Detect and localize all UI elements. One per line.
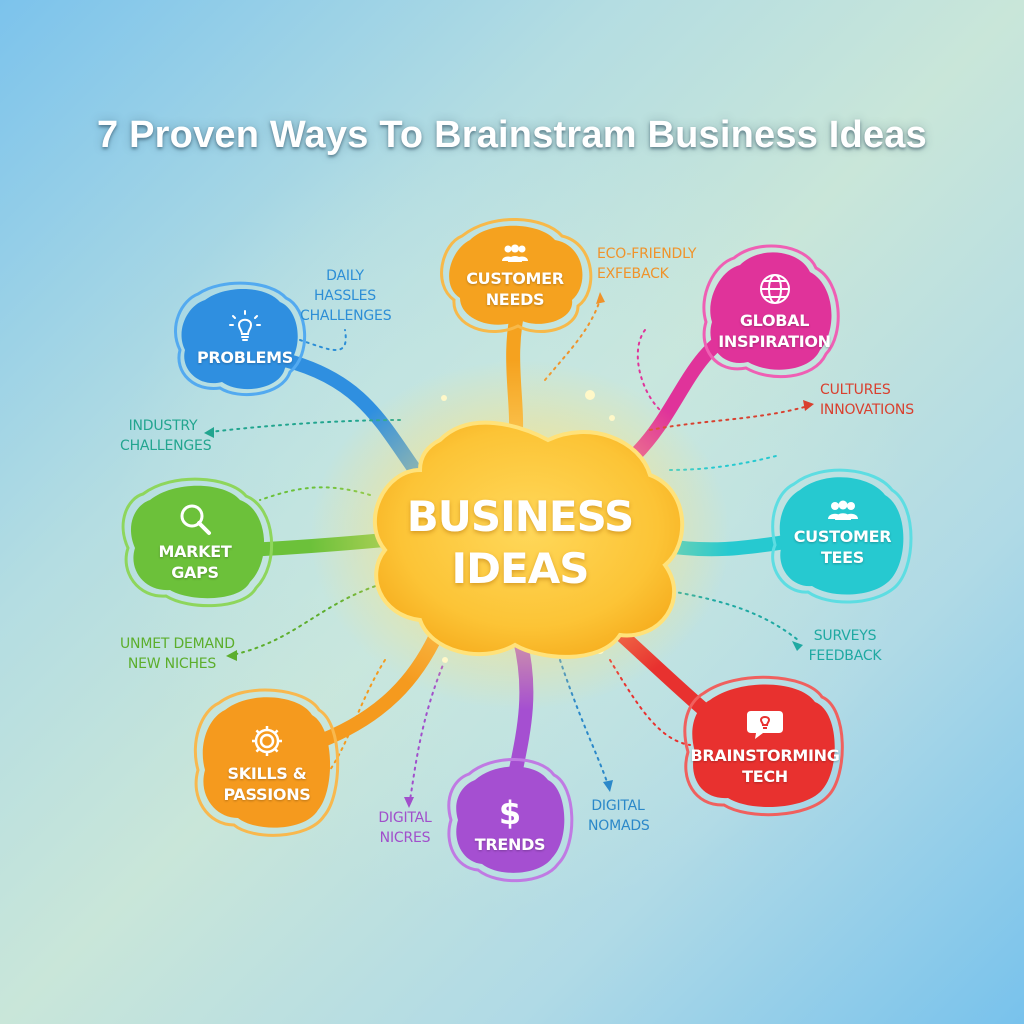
hub-business-ideas[interactable]: BUSINESS IDEAS	[400, 478, 640, 608]
people-icon	[826, 500, 860, 522]
page-title: 7 Proven Ways To Brainstram Business Ide…	[97, 114, 927, 156]
node-label: MARKET GAPS	[158, 542, 232, 582]
gear-icon	[249, 723, 285, 759]
note-cultures-innovations: CULTURES INNOVATIONS	[820, 380, 914, 420]
note-digital-nomads: DIGITAL NOMADS	[588, 796, 650, 836]
note-line: INDUSTRY	[128, 418, 198, 434]
node-global-inspiration[interactable]: GLOBAL INSPIRATION	[712, 258, 837, 366]
arrow-heads	[204, 292, 814, 808]
node-market-gaps[interactable]: MARKET GAPS	[135, 492, 255, 592]
hub-label-line2: IDEAS	[451, 544, 590, 593]
note-daily-hassles: DAILY HASSLES CHALLENGES	[300, 266, 392, 326]
node-label: CUSTOMER	[793, 527, 892, 546]
node-label: BRAINSTORMING	[690, 746, 840, 765]
people-icon	[500, 244, 530, 264]
node-customer-needs[interactable]: CUSTOMER NEEDS	[460, 232, 570, 322]
node-label: TRENDS	[474, 834, 546, 854]
note-line: SURVEYS	[813, 628, 877, 644]
note-line: EXFEBACK	[597, 266, 669, 282]
note-surveys-feedback: SURVEYS FEEDBACK	[808, 626, 882, 666]
node-label: NEEDS	[485, 290, 545, 309]
note-unmet-demand: UNMET DEMAND NEW NICHES	[120, 634, 235, 674]
note-line: NOMADS	[588, 818, 650, 834]
note-line: INNOVATIONS	[820, 402, 914, 418]
dollar-icon: $	[496, 794, 524, 832]
note-line: NICRES	[379, 830, 431, 846]
node-label: PASSIONS	[223, 785, 311, 804]
node-label: SKILLS &	[227, 764, 307, 783]
note-line: DAILY	[326, 268, 364, 284]
node-brainstorming-tech[interactable]: BRAINSTORMING TECH	[690, 694, 840, 800]
note-line: FEEDBACK	[808, 648, 882, 664]
node-blobs	[121, 218, 913, 883]
node-trends[interactable]: $ TRENDS	[460, 776, 560, 872]
note-industry-challenges: INDUSTRY CHALLENGES	[120, 416, 212, 456]
note-line: ECO-FRIENDLY	[597, 246, 697, 262]
node-label: GLOBAL	[739, 311, 810, 330]
node-customer-tees[interactable]: CUSTOMER TEES	[785, 484, 900, 584]
note-line: CHALLENGES	[120, 438, 212, 454]
node-label: PROBLEMS	[196, 347, 293, 367]
note-line: NEW NICHES	[127, 656, 217, 672]
node-skills-passions[interactable]: SKILLS & PASSIONS	[208, 706, 326, 822]
node-problems[interactable]: PROBLEMS	[190, 292, 300, 384]
node-label: CUSTOMER	[466, 269, 564, 288]
hub-blob	[373, 420, 685, 659]
globe-icon	[758, 272, 792, 306]
magnifier-icon	[177, 501, 213, 537]
note-line: UNMET DEMAND	[120, 636, 235, 652]
svg-text:$: $	[499, 794, 521, 830]
note-line: HASSLES	[313, 288, 376, 304]
note-line: CHALLENGES	[300, 308, 392, 324]
node-label: TEES	[820, 548, 865, 567]
note-line: DIGITAL	[591, 798, 645, 814]
note-digital-niches: DIGITAL NICRES	[376, 808, 434, 848]
node-label: INSPIRATION	[718, 332, 831, 351]
note-line: CULTURES	[820, 382, 891, 398]
node-label: TECH	[742, 767, 788, 786]
note-line: DIGITAL	[378, 810, 432, 826]
hub-label-line1: BUSINESS	[406, 492, 634, 541]
idea-bubble-icon	[745, 707, 785, 741]
note-eco-friendly: ECO-FRIENDLY EXFEBACK	[597, 244, 696, 284]
lightbulb-icon	[227, 309, 263, 343]
